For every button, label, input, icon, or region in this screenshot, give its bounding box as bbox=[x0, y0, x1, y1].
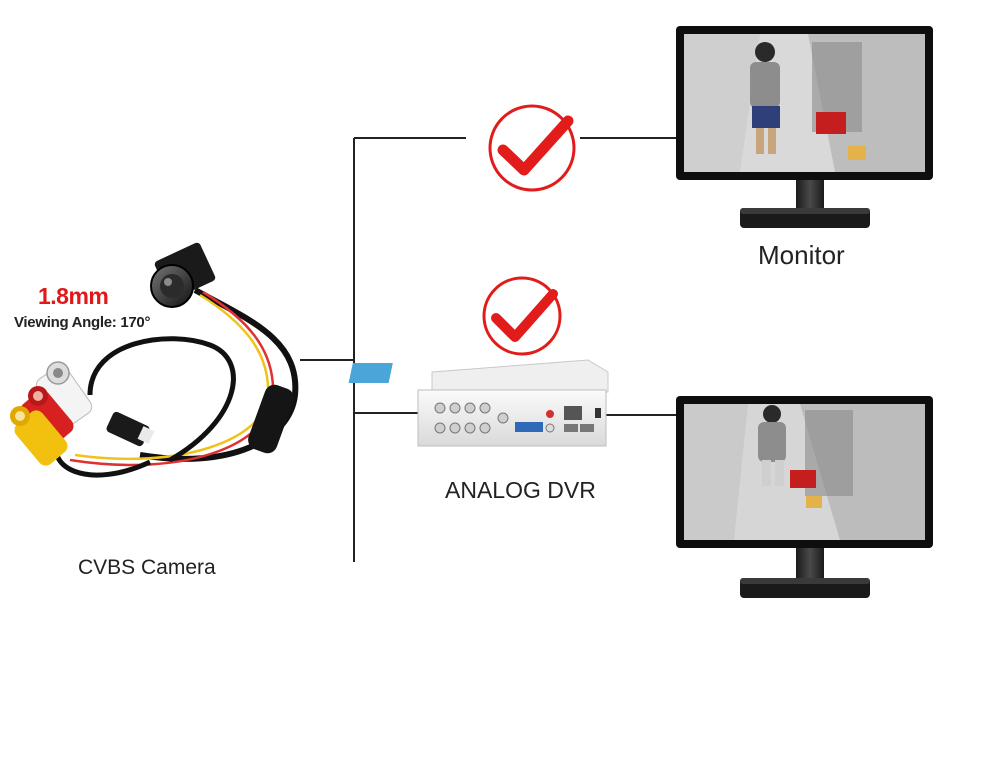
check-middle-icon bbox=[482, 276, 562, 356]
check-top-icon bbox=[488, 104, 576, 192]
connection-lines bbox=[300, 137, 676, 562]
monitor-bottom-icon bbox=[676, 396, 933, 598]
lens-spec-label: 1.8mm bbox=[38, 283, 109, 309]
cvbs-camera-icon bbox=[10, 242, 299, 478]
viewing-angle-label: Viewing Angle: 170° bbox=[14, 314, 151, 331]
monitor-label: Monitor bbox=[758, 240, 845, 270]
dvr-label: ANALOG DVR bbox=[445, 477, 596, 503]
rca-yellow-plug bbox=[10, 406, 68, 466]
analog-dvr-icon bbox=[348, 359, 609, 447]
monitor-top-icon bbox=[676, 26, 933, 228]
rca-red-plug bbox=[20, 386, 74, 446]
camera-label: CVBS Camera bbox=[78, 556, 216, 579]
